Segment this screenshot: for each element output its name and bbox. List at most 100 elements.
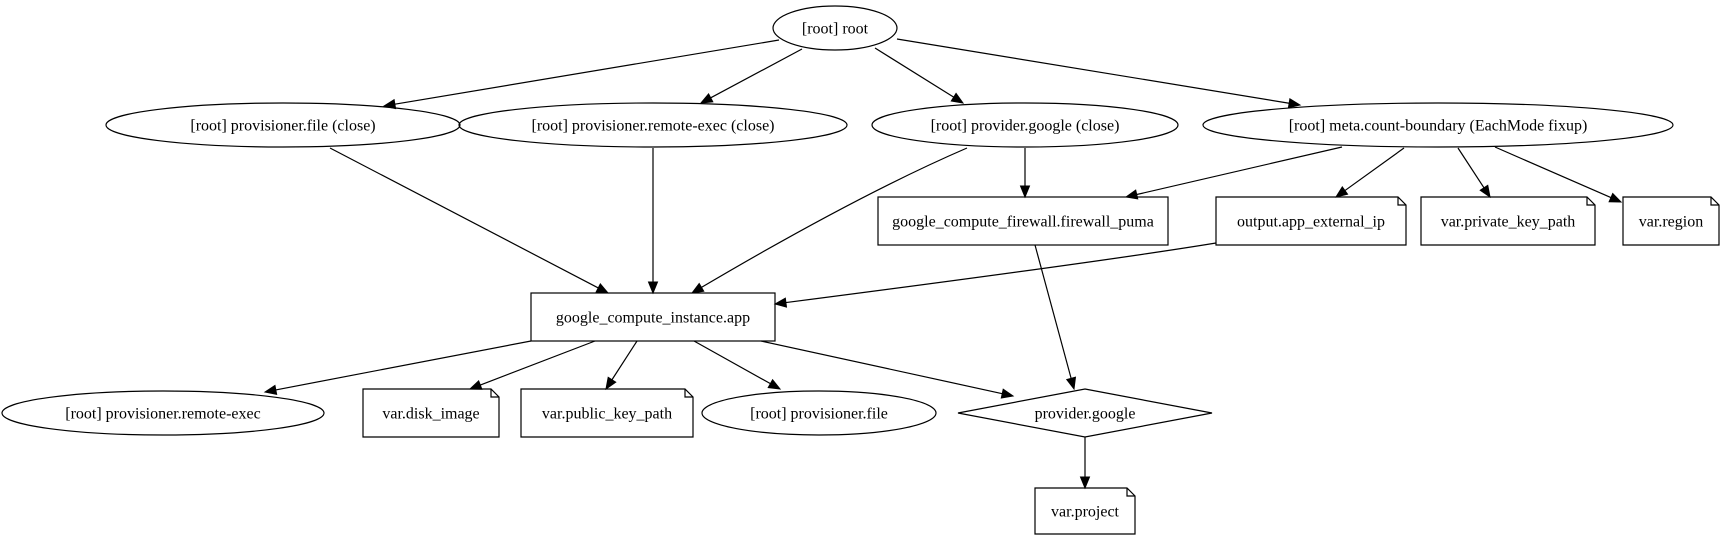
edge-line bbox=[693, 340, 771, 385]
node-ellipse bbox=[772, 5, 898, 51]
edge-firewall-to-provider_google bbox=[1034, 244, 1077, 391]
edge-line bbox=[480, 340, 596, 386]
edge-line bbox=[275, 340, 532, 391]
edge-line bbox=[1034, 244, 1072, 379]
node-meta-count: [root] meta.count-boundary (EachMode fix… bbox=[1202, 102, 1674, 148]
node-var-disk: var.disk_image bbox=[362, 388, 500, 438]
edge-root-to-meta_count bbox=[896, 38, 1302, 109]
arrowhead bbox=[699, 92, 714, 104]
node-note bbox=[520, 388, 694, 438]
edge-instance-to-var_public_key bbox=[605, 340, 638, 391]
node-prov-file-close: [root] provisioner.file (close) bbox=[105, 102, 461, 148]
edge-line bbox=[1494, 146, 1612, 199]
edge-line bbox=[1457, 147, 1485, 189]
node-label: var.disk_image bbox=[382, 406, 479, 423]
node-note bbox=[362, 388, 500, 438]
node-diamond bbox=[957, 388, 1213, 438]
node-label: [root] provisioner.file bbox=[750, 406, 888, 423]
arrowhead bbox=[1079, 476, 1091, 490]
edge-instance-to-prov_file bbox=[693, 340, 782, 390]
node-provider-google-close: [root] provider.google (close) bbox=[871, 102, 1179, 148]
edge-output_ip-to-instance bbox=[773, 242, 1217, 308]
edge-line bbox=[785, 242, 1217, 304]
node-note bbox=[1622, 196, 1720, 246]
arrowhead bbox=[595, 283, 610, 294]
graph-nodes: [root] root [root] provisioner.file (clos… bbox=[1, 5, 1720, 535]
edge-line bbox=[760, 340, 1003, 395]
node-ellipse bbox=[1, 390, 325, 436]
node-var-region: var.region bbox=[1622, 196, 1720, 246]
node-label: [root] meta.count-boundary (EachMode fix… bbox=[1289, 118, 1588, 135]
node-label: [root] provisioner.file (close) bbox=[190, 118, 375, 135]
node-prov-remote: [root] provisioner.remote-exec bbox=[1, 390, 325, 436]
arrowhead bbox=[647, 281, 659, 295]
node-note bbox=[1420, 196, 1596, 246]
node-ellipse bbox=[871, 102, 1179, 148]
arrowhead bbox=[263, 384, 278, 395]
edge-root-to-provider_google_close bbox=[874, 47, 965, 104]
edge-line bbox=[329, 147, 599, 289]
arrowhead bbox=[950, 92, 965, 104]
node-label: var.private_key_path bbox=[1441, 214, 1576, 231]
note-fold bbox=[490, 389, 499, 398]
arrowhead bbox=[468, 379, 483, 390]
node-provider-google: provider.google bbox=[957, 388, 1213, 438]
node-ellipse bbox=[105, 102, 461, 148]
node-instance: google_compute_instance.app bbox=[530, 292, 776, 342]
node-root: [root] root bbox=[772, 5, 898, 51]
edge-instance-to-prov_remote bbox=[263, 340, 532, 395]
edge-line bbox=[874, 47, 954, 98]
edge-prov_remote_close-to-instance bbox=[647, 148, 659, 295]
edge-instance-to-var_disk bbox=[468, 340, 596, 390]
node-var-public-key: var.public_key_path bbox=[520, 388, 694, 438]
edge-root-to-prov_file_close bbox=[382, 39, 780, 110]
node-label: google_compute_firewall.firewall_puma bbox=[892, 214, 1154, 231]
edge-provider_google_close-to-firewall bbox=[1019, 148, 1031, 199]
arrowhead bbox=[1287, 97, 1302, 109]
node-label: provider.google bbox=[1035, 406, 1136, 423]
arrowhead bbox=[773, 297, 788, 308]
node-firewall: google_compute_firewall.firewall_puma bbox=[877, 196, 1169, 246]
node-var-private-key: var.private_key_path bbox=[1420, 196, 1596, 246]
arrowhead bbox=[605, 376, 617, 391]
edge-line bbox=[1136, 146, 1343, 196]
node-label: [root] provisioner.remote-exec (close) bbox=[531, 118, 774, 135]
node-ellipse bbox=[701, 390, 937, 436]
edge-meta_count-to-var_private_key bbox=[1457, 147, 1491, 199]
node-label: [root] provider.google (close) bbox=[931, 118, 1120, 135]
node-ellipse bbox=[458, 102, 848, 148]
note-fold bbox=[684, 389, 693, 398]
note-fold bbox=[1126, 488, 1135, 497]
node-label: google_compute_instance.app bbox=[556, 310, 750, 327]
note-fold bbox=[1397, 197, 1406, 206]
arrowhead bbox=[1608, 192, 1623, 203]
node-label: var.region bbox=[1639, 214, 1703, 231]
arrowhead bbox=[1000, 388, 1015, 399]
edge-line bbox=[896, 38, 1290, 104]
arrowhead bbox=[1065, 376, 1077, 391]
edge-line bbox=[394, 39, 780, 105]
graph-edges bbox=[263, 38, 1623, 490]
node-prov-file: [root] provisioner.file bbox=[701, 390, 937, 436]
node-note bbox=[1215, 196, 1407, 246]
note-fold bbox=[1586, 197, 1595, 206]
edge-meta_count-to-var_region bbox=[1494, 146, 1623, 203]
node-label: [root] provisioner.remote-exec bbox=[65, 406, 260, 423]
edge-meta_count-to-output_ip bbox=[1334, 147, 1405, 198]
node-label: var.public_key_path bbox=[542, 406, 672, 423]
node-label: [root] root bbox=[802, 21, 869, 38]
node-box bbox=[877, 196, 1169, 246]
arrowhead bbox=[1019, 185, 1031, 199]
arrowhead bbox=[1334, 186, 1349, 198]
note-fold bbox=[1710, 197, 1719, 206]
edge-instance-to-provider_google bbox=[760, 340, 1015, 399]
edge-line bbox=[710, 48, 803, 99]
edge-provider_google-to-var_project bbox=[1079, 437, 1091, 490]
edge-provider_google_close-to-instance bbox=[690, 147, 968, 294]
node-note bbox=[1034, 487, 1136, 535]
edge-prov_file_close-to-instance bbox=[329, 147, 610, 294]
arrowhead bbox=[767, 378, 782, 390]
arrowhead bbox=[1479, 184, 1491, 199]
node-box bbox=[530, 292, 776, 342]
